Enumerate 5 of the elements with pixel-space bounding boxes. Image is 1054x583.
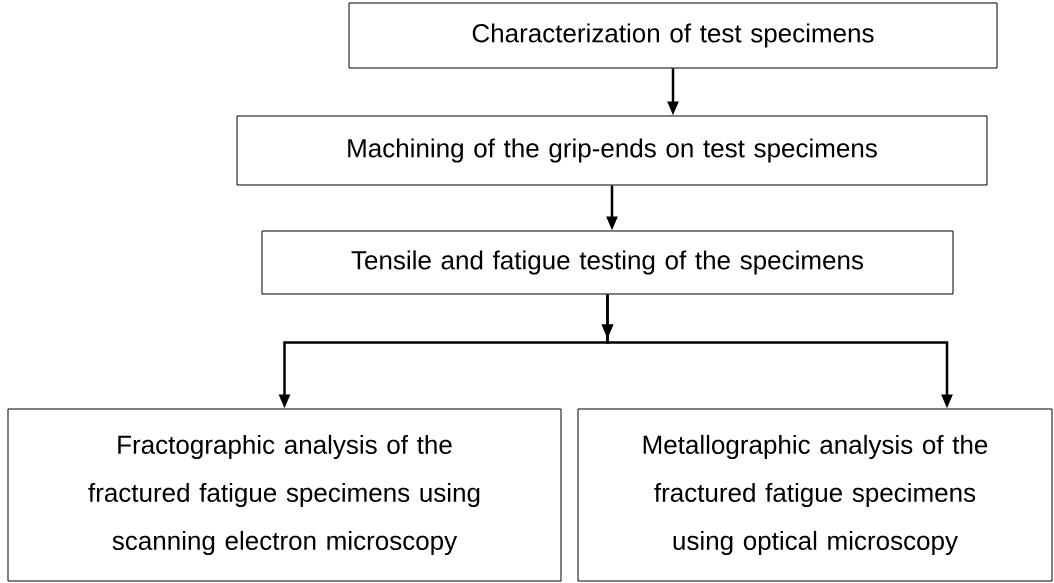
process-box: Fractographic analysis of the fractured fatigue specimens using scanning electron microscopy — [7, 408, 562, 582]
process-box: Tensile and fatigue testing of the specimens — [261, 230, 954, 295]
process-box: Metallographic analysis of the fractured fatigue specimens using optical microscopy — [577, 408, 1053, 582]
process-box: Characterization of test specimens — [348, 2, 998, 69]
process-box: Machining of the grip-ends on test specimens — [236, 115, 988, 186]
